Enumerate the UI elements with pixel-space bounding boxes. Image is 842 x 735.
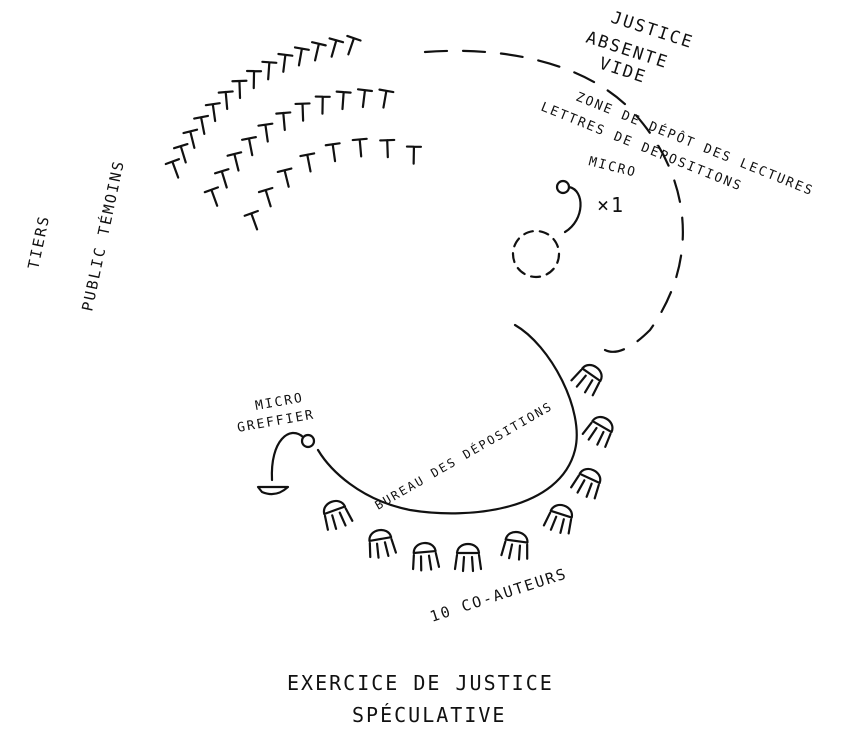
witness-mark — [296, 103, 311, 120]
witness-mark — [194, 116, 211, 135]
chair-icon — [411, 542, 439, 571]
witness-mark — [276, 112, 291, 130]
empty-seat-circle — [513, 231, 559, 277]
witness-mark — [276, 54, 292, 73]
witness-mark — [308, 42, 325, 62]
chair-icon — [366, 528, 396, 559]
witness-mark — [335, 92, 350, 110]
witness-mark — [174, 144, 192, 164]
witness-mark — [380, 140, 395, 157]
chair-icon — [455, 544, 481, 571]
witness-mark — [261, 62, 276, 80]
witness-mark — [183, 130, 201, 150]
witness-mark — [342, 36, 361, 57]
zone-label: ZONE DE DÉPÔT DES LECTURES — [574, 89, 817, 200]
public-temoins-label: PUBLIC TÉMOINS — [77, 158, 128, 313]
witness-mark — [407, 147, 421, 164]
witness-mark — [315, 97, 329, 114]
tiers-label: TIERS — [24, 213, 53, 271]
coauthor-chairs — [319, 360, 617, 571]
bureau-label: BUREAU DES DÉPOSITIONS — [372, 398, 555, 512]
witness-mark — [258, 124, 274, 143]
micro-right-icon — [557, 181, 581, 232]
witness-mark — [242, 137, 259, 156]
witness-mark — [228, 152, 246, 172]
micro-greffier-icon — [258, 433, 314, 494]
micro-right-label: MICRO — [587, 154, 638, 180]
chair-icon — [570, 465, 605, 500]
chair-icon — [319, 497, 353, 531]
micro-count-label: ×1 — [597, 193, 625, 217]
chair-icon — [570, 360, 607, 397]
witness-mark — [300, 153, 317, 172]
witness-mark — [245, 211, 264, 232]
witness-mark — [259, 188, 277, 208]
witness-mark — [247, 71, 261, 88]
greffier-label: GREFFIER — [236, 408, 316, 436]
coauteurs-label: 10 CO-AUTEURS — [428, 564, 570, 625]
witness-mark — [326, 143, 342, 162]
witness-mark — [206, 103, 222, 122]
witness-mark — [292, 47, 309, 66]
witness-mark — [325, 38, 343, 58]
witness-mark — [205, 187, 224, 208]
witness-mark — [377, 90, 394, 109]
witness-mark — [278, 169, 296, 189]
justice-dashed-ring — [425, 51, 683, 352]
title-line-1: EXERCICE DE JUSTICE — [287, 671, 554, 695]
witness-mark — [356, 89, 372, 108]
chair-icon — [543, 502, 576, 536]
chair-icon — [582, 412, 618, 448]
witness-mark — [166, 159, 185, 180]
witness-mark — [219, 91, 234, 109]
witness-mark — [232, 81, 247, 98]
public-witnesses — [166, 36, 421, 232]
witness-mark — [353, 139, 368, 157]
chair-icon — [501, 530, 531, 560]
title-line-2: SPÉCULATIVE — [352, 703, 506, 727]
